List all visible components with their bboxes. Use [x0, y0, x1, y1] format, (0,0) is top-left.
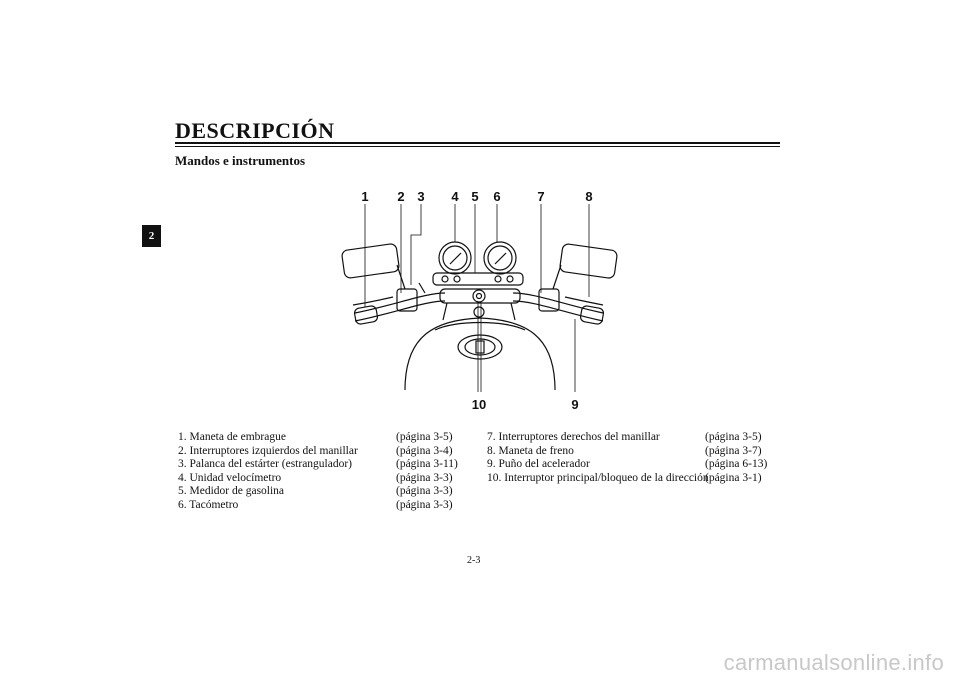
fuel-cap-inner [464, 338, 496, 356]
left-switch-housing [396, 288, 418, 312]
choke-lever [418, 282, 426, 294]
callout-7: 7 [537, 189, 544, 204]
chapter-tab: 2 [142, 225, 161, 247]
left-mirror [341, 243, 400, 279]
callout-4: 4 [451, 189, 459, 204]
legend-item: 4. Unidad velocímetro(página 3-3) [178, 471, 453, 484]
left-grip [353, 305, 379, 325]
handlebar-left [354, 292, 446, 314]
legend-item: 5. Medidor de gasolina(página 3-3) [178, 485, 453, 498]
clutch-lever [352, 296, 394, 306]
fuel-tank-outline [404, 317, 556, 391]
legend-item: 7. Interruptores derechos del manillar(p… [487, 431, 762, 443]
callout-5: 5 [471, 189, 478, 204]
right-mirror [559, 243, 618, 279]
ignition-switch [472, 289, 486, 303]
indicator-panel [432, 272, 524, 286]
callout-9: 9 [571, 397, 578, 412]
section-title: Mandos e instrumentos [175, 153, 306, 168]
legend-item: 6. Tacómetro(página 3-3) [178, 498, 453, 511]
right-switch-housing [538, 288, 560, 312]
chapter-title: DESCRIPCIÓN [175, 118, 335, 143]
speedometer-dial [438, 241, 472, 275]
handlebar-drawing: 1 2 3 4 5 6 7 8 9 10 [341, 189, 618, 412]
page-number: 2-3 [467, 555, 481, 566]
legend-left: 1. Maneta de embrague(página 3-5) 2. Int… [178, 431, 458, 513]
legend-item: 3. Palanca del estárter (estrangulador)(… [178, 458, 458, 471]
legend-item: 9. Puño del acelerador(página 6-13) [487, 458, 768, 471]
callout-6: 6 [493, 189, 500, 204]
callout-1: 1 [361, 189, 368, 204]
callout-3: 3 [417, 189, 424, 204]
steering-stem-nut [473, 306, 485, 318]
callout-10: 10 [472, 397, 486, 412]
fuel-tank-top [434, 321, 526, 331]
fork-legs [442, 302, 516, 321]
callout-2: 2 [397, 189, 404, 204]
legend-item: 8. Maneta de freno(página 3-7) [487, 444, 762, 457]
right-mirror-stem [552, 264, 562, 290]
handlebar-right [512, 292, 604, 314]
callout-8: 8 [585, 189, 592, 204]
throttle-grip [579, 305, 605, 325]
legend-item: 10. Interruptor principal/bloqueo de la … [487, 471, 762, 484]
fuel-cap-lock [475, 340, 485, 354]
handlebar-illustration: 1 2 3 4 5 6 7 8 9 10 [335, 185, 625, 415]
header-rule-thick [175, 142, 780, 144]
legend-right: 7. Interruptores derechos del manillar(p… [487, 431, 767, 485]
legend-item: 1. Maneta de embrague(página 3-5) [178, 431, 453, 443]
fuel-cap [457, 334, 503, 360]
watermark: carmanualsonline.info [723, 650, 944, 675]
header-rule-thin [175, 146, 780, 147]
legend-item: 2. Interruptores izquierdos del manillar… [178, 444, 453, 457]
tachometer-dial [483, 241, 517, 275]
top-clamp [439, 288, 521, 304]
brake-lever [564, 296, 604, 306]
